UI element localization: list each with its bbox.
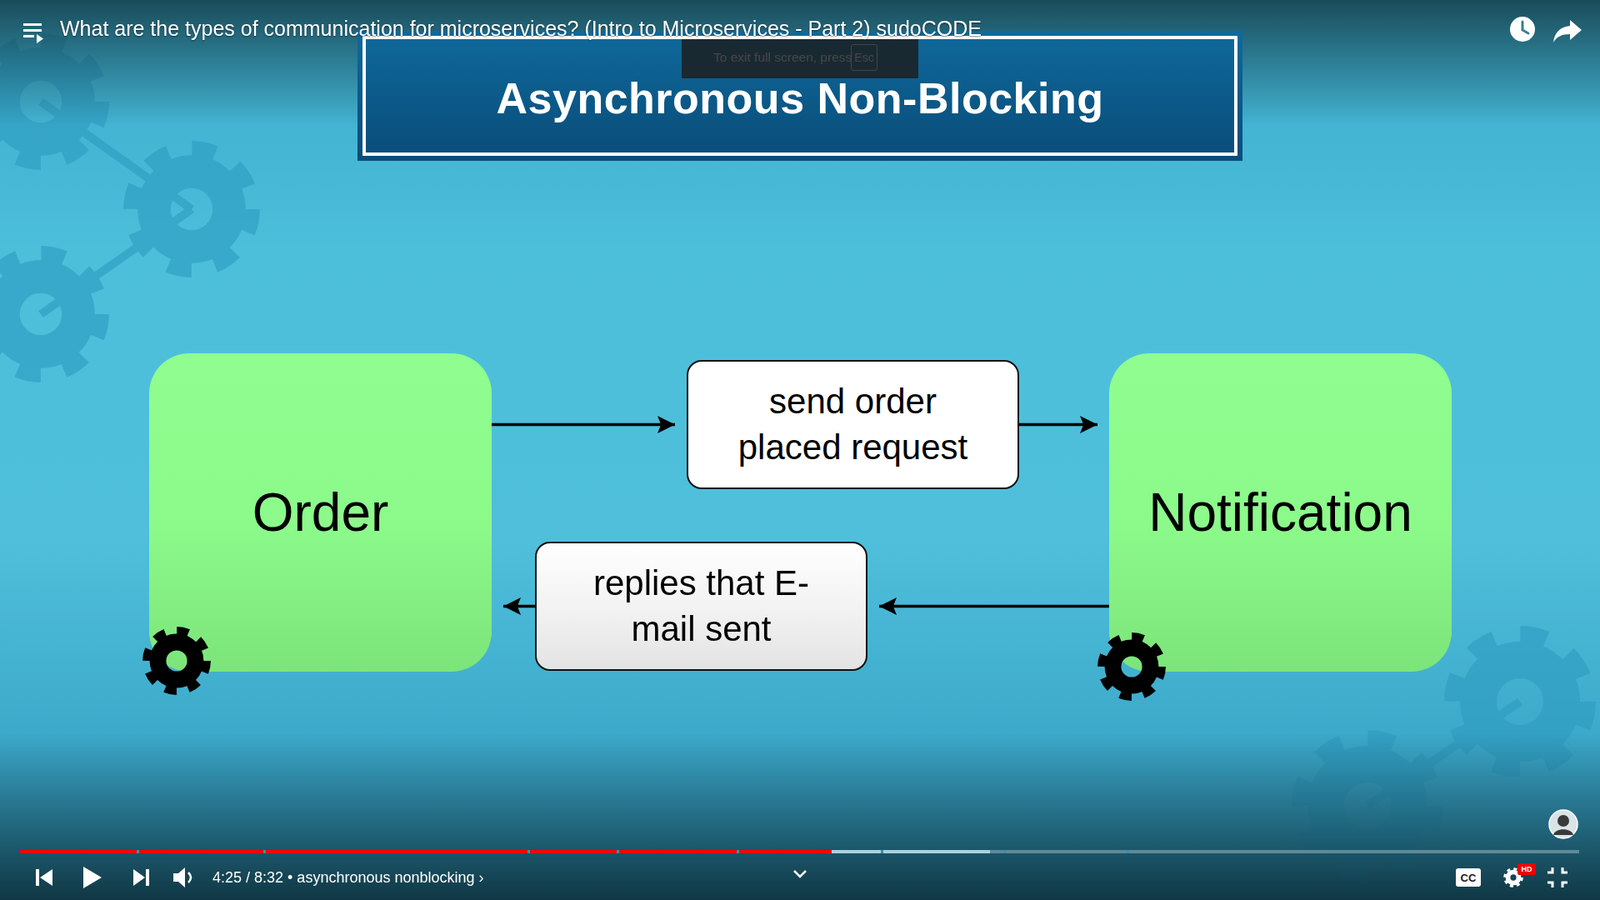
box-text: replies that E-mail sent xyxy=(572,560,831,652)
menu-icon xyxy=(23,23,44,44)
channel-avatar xyxy=(1549,810,1578,839)
banner-title: Asynchronous Non-Blocking xyxy=(496,73,1105,124)
chevron-icon xyxy=(794,870,806,877)
time-display-holder: 4:25 / 8:32 • asynchronous nonblocking › xyxy=(212,867,485,888)
gear-icon xyxy=(146,630,207,691)
hd-badge: HD xyxy=(1521,865,1533,874)
box-text: send order placed request xyxy=(724,379,983,470)
service-box: Notification xyxy=(1109,353,1452,672)
box-text: Notification xyxy=(1148,480,1413,545)
message-box: send order placed request xyxy=(686,360,1020,490)
gear-icon xyxy=(1101,636,1162,697)
arrow-connector xyxy=(879,605,1110,609)
video-title-holder: What are the types of communication for … xyxy=(60,15,982,41)
message-box: replies that E-mail sent xyxy=(535,541,868,671)
video-title: What are the types of communication for … xyxy=(60,16,982,40)
top-shade xyxy=(0,0,1600,125)
cc-badge-holder: CC xyxy=(1455,868,1481,887)
arrow-connector xyxy=(491,423,675,427)
share-icon xyxy=(1553,20,1582,43)
service-box: Order xyxy=(149,353,492,672)
bottom-shade xyxy=(0,733,1600,900)
transport-icons xyxy=(35,866,191,889)
time-display: 4:25 / 8:32 • asynchronous nonblocking › xyxy=(212,869,485,886)
exit-fullscreen-icon xyxy=(1547,867,1568,888)
progress-bar xyxy=(20,850,1580,854)
hd-badge-holder: HD xyxy=(1517,863,1536,875)
arrow-connector xyxy=(503,605,535,609)
arrow-connector xyxy=(1019,423,1098,427)
box-text: Order xyxy=(252,480,390,545)
watch-later-icon xyxy=(1510,16,1535,42)
cc-badge: CC xyxy=(1460,871,1477,885)
fullscreen-toast xyxy=(681,39,919,79)
